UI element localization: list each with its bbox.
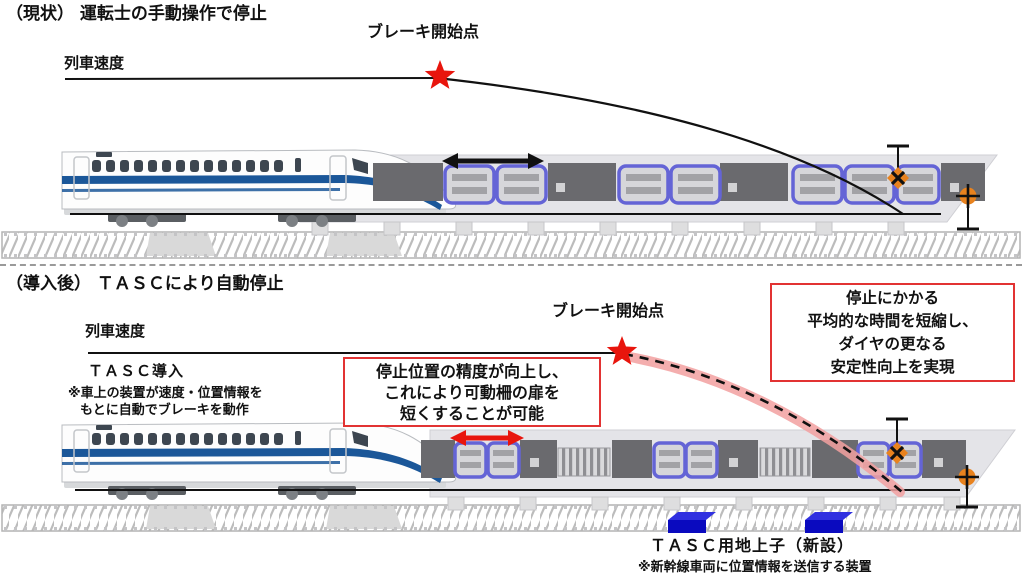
speed-curve-top [64,60,941,215]
panel-current-title: （現状） 運転士の手動操作で停止 [6,4,267,24]
target-marker-top [956,184,980,231]
speed-curve-bottom [75,336,960,497]
schedule-line2: 平均的な時間を短縮し、 [807,312,978,330]
platform-gates-bottom [421,440,966,479]
brake-start-star-top [424,60,456,89]
x-marker-top [887,167,909,189]
platform-gates-top [373,163,985,205]
door-width-arrow-top [442,153,544,169]
stop-position-markers-top [887,144,980,231]
x-marker-bottom [886,442,908,464]
train-speed-label-bottom: 列車速度 [85,322,146,340]
accuracy-line1: 停止位置の精度が向上し、 [375,362,568,381]
tasc-note-line1: ※車上の装置が速度・位置情報を [68,386,263,401]
panel-tasc-title: （導入後） ＴＡＳＣにより自動停止 [6,274,284,294]
ground-unit-note: ※新幹線車両に位置情報を送信する装置 [638,560,872,575]
schedule-line4: 安定性向上を実現 [830,358,955,376]
accuracy-callout-box: 停止位置の精度が向上し、 これにより可動柵の扉を 短くすることが可能 [343,357,601,427]
tasc-note-line2: もとに自動でブレーキを動作 [80,403,249,418]
platform-supports-bottom [447,496,961,511]
train-speed-label-top: 列車速度 [64,54,125,72]
accuracy-line2: これにより可動柵の扉を [384,383,560,402]
schedule-callout-box: 停止にかかる 平均的な時間を短縮し、 ダイヤの更なる 安定性向上を実現 [770,283,1015,382]
track-top [1,231,1021,259]
tasc-intro-label: ＴＡＳＣ導入 [88,362,185,380]
brake-start-label-top: ブレーキ開始点 [367,22,480,41]
wide-platform-doors [443,164,941,205]
door-width-arrow-bottom [450,430,524,446]
target-marker-bottom [955,465,979,509]
schedule-line1: 停止にかかる [845,289,939,307]
accuracy-line3: 短くすることが可能 [399,404,544,423]
brake-start-label-bottom: ブレーキ開始点 [552,301,665,320]
stop-position-markers-bottom [886,417,979,509]
track-bottom [1,504,1021,532]
panel-divider [0,264,1022,266]
ground-unit-label: ＴＡＳＣ用地上子（新設） [650,536,855,555]
train-bottom [61,422,457,501]
schedule-line3: ダイヤの更なる [838,335,947,353]
